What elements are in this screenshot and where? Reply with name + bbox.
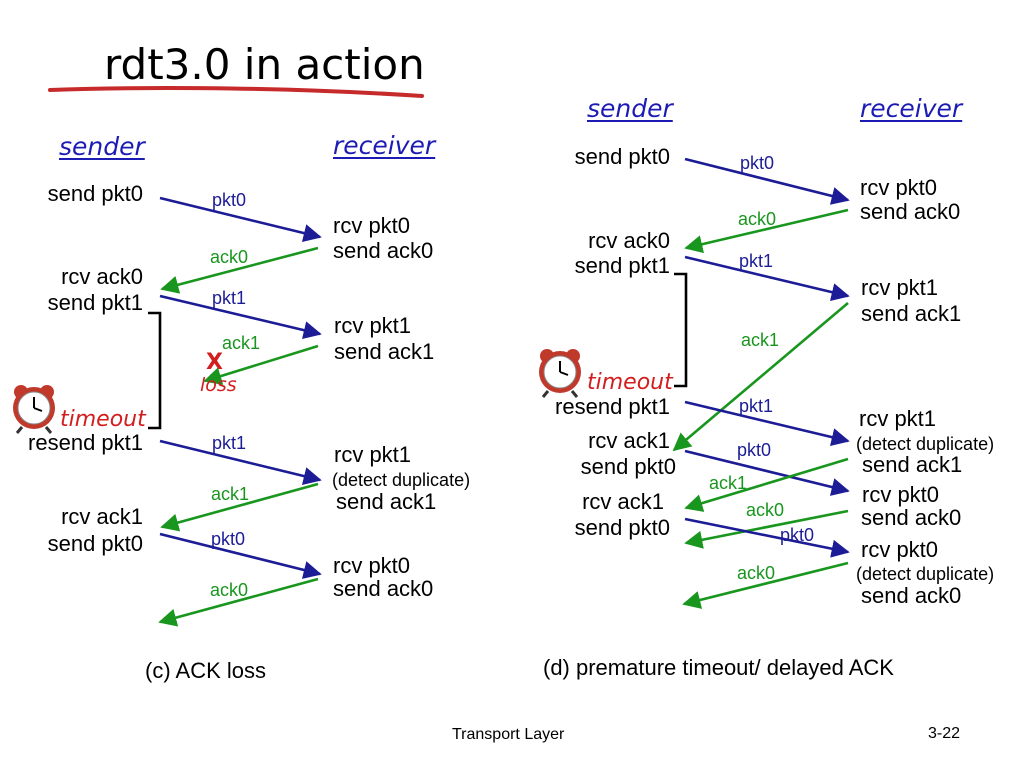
panel-d-arrows [672, 157, 850, 609]
c-recv-rcv-pkt0-b: rcv pkt0 [333, 553, 411, 578]
c-sender-resend-pkt1: resend pkt1 [28, 430, 143, 455]
d-msg-label-pkt1-b: pkt1 [739, 396, 774, 416]
c-sender-rcv-ack1: rcv ack1 [61, 504, 143, 529]
d-recv-detect-duplicate-b: (detect duplicate) [856, 564, 995, 584]
d-arrow-ack0-b [682, 561, 849, 609]
c-arrow-pkt1 [159, 294, 322, 340]
d-recv-send-ack1-b: send ack1 [862, 452, 963, 477]
d-recv-rcv-pkt0: rcv pkt0 [860, 175, 938, 200]
c-arrow-ack0 [160, 246, 319, 294]
d-msg-label-pkt1: pkt1 [739, 251, 774, 271]
alarm-clock-icon [13, 385, 55, 434]
d-sender-rcv-ack0: rcv ack0 [588, 228, 670, 253]
c-sender-send-pkt0: send pkt0 [47, 181, 143, 206]
alarm-clock-icon [539, 349, 581, 398]
d-arrow-ack0 [684, 208, 849, 254]
c-loss-label: loss [200, 374, 237, 396]
loss-x-icon: X [206, 350, 223, 375]
d-recv-detect-duplicate: (detect duplicate) [856, 434, 995, 454]
d-msg-label-pkt0-c: pkt0 [780, 525, 815, 545]
d-recv-rcv-pkt1: rcv pkt1 [861, 275, 939, 300]
d-arrow-resend-pkt1 [684, 400, 850, 447]
footer-title: Transport Layer [452, 726, 565, 743]
c-msg-label-pkt1: pkt1 [212, 288, 247, 308]
c-arrow-resend-pkt1 [159, 439, 322, 485]
d-arrow-pkt0-b [684, 517, 850, 558]
c-msg-label-pkt0-b: pkt0 [211, 529, 246, 549]
d-arrow-ack1 [684, 457, 849, 512]
c-recv-send-ack1-b: send ack1 [336, 489, 437, 514]
d-recv-send-ack0-b: send ack0 [861, 505, 962, 530]
d-timer-bracket [674, 272, 688, 388]
c-arrow-ack1 [160, 482, 319, 532]
c-arrow-pkt0-b [159, 532, 322, 579]
d-sender-send-pkt1: send pkt1 [574, 253, 670, 278]
c-arrow-ack0-b [158, 577, 319, 627]
c-timer-bracket [148, 311, 162, 430]
d-msg-label-ack1-b: ack1 [709, 473, 748, 493]
d-sender-label: sender [587, 94, 673, 123]
c-sender-send-pkt0-b: send pkt0 [47, 531, 143, 556]
c-msg-label-pkt0: pkt0 [212, 190, 247, 210]
d-arrow-pkt1 [684, 255, 850, 302]
page-number: 3-22 [928, 725, 961, 742]
title-underline [48, 86, 424, 98]
c-recv-rcv-pkt1: rcv pkt1 [334, 313, 412, 338]
d-msg-label-ack0-b: ack0 [746, 500, 785, 520]
c-sender-send-pkt1: send pkt1 [47, 290, 143, 315]
d-msg-label-ack0: ack0 [738, 209, 777, 229]
d-msg-label-ack1: ack1 [741, 330, 780, 350]
c-msg-label-pkt1-b: pkt1 [212, 433, 247, 453]
d-sender-rcv-ack1-b: rcv ack1 [582, 489, 664, 514]
d-sender-send-pkt0-b: send pkt0 [574, 515, 670, 540]
d-msg-label-pkt0-b: pkt0 [737, 440, 772, 460]
c-msg-label-ack0: ack0 [210, 247, 249, 267]
panel-c-arrows [158, 196, 322, 627]
c-sender-rcv-ack0: rcv ack0 [61, 264, 143, 289]
d-sender-send-pkt0: send pkt0 [580, 454, 676, 479]
d-caption: (d) premature timeout/ delayed ACK [543, 655, 894, 680]
c-arrow-pkt0 [159, 196, 322, 242]
c-arrow-ack1-lost [203, 344, 319, 385]
c-receiver-label: receiver [333, 131, 436, 160]
c-recv-send-ack0-b: send ack0 [333, 576, 434, 601]
d-arrow-pkt0 [684, 157, 850, 205]
c-timeout-label: timeout [60, 407, 146, 432]
c-sender-label: sender [59, 132, 145, 161]
d-sender-resend-pkt1: resend pkt1 [555, 394, 670, 419]
d-arrow-ack0 [684, 509, 849, 549]
d-receiver-label: receiver [860, 94, 963, 123]
d-recv-send-ack1: send ack1 [861, 301, 962, 326]
c-recv-send-ack1: send ack1 [334, 339, 435, 364]
d-msg-label-ack0-c: ack0 [737, 563, 776, 583]
c-recv-detect-duplicate: (detect duplicate) [332, 470, 471, 490]
d-recv-rcv-pkt1-b: rcv pkt1 [859, 406, 937, 431]
d-recv-send-ack0-c: send ack0 [861, 583, 962, 608]
d-recv-send-ack0: send ack0 [860, 199, 961, 224]
d-sender-send-pkt0: send pkt0 [574, 144, 670, 169]
c-recv-rcv-pkt0: rcv pkt0 [333, 213, 411, 238]
c-msg-label-ack1: ack1 [222, 333, 261, 353]
slide-title: rdt3.0 in action [104, 40, 425, 89]
d-recv-rcv-pkt0-c: rcv pkt0 [861, 537, 939, 562]
c-caption: (c) ACK loss [145, 658, 267, 683]
d-msg-label-pkt0: pkt0 [740, 153, 775, 173]
d-sender-rcv-ack1: rcv ack1 [588, 428, 670, 453]
c-recv-send-ack0: send ack0 [333, 238, 434, 263]
d-recv-rcv-pkt0-b: rcv pkt0 [862, 482, 940, 507]
c-msg-label-ack1-b: ack1 [211, 484, 250, 504]
d-arrow-ack1-delayed [672, 302, 849, 452]
d-timeout-label: timeout [587, 370, 673, 395]
c-recv-rcv-pkt1-b: rcv pkt1 [334, 442, 412, 467]
d-arrow-pkt0 [684, 449, 850, 496]
c-msg-label-ack0-b: ack0 [210, 580, 249, 600]
